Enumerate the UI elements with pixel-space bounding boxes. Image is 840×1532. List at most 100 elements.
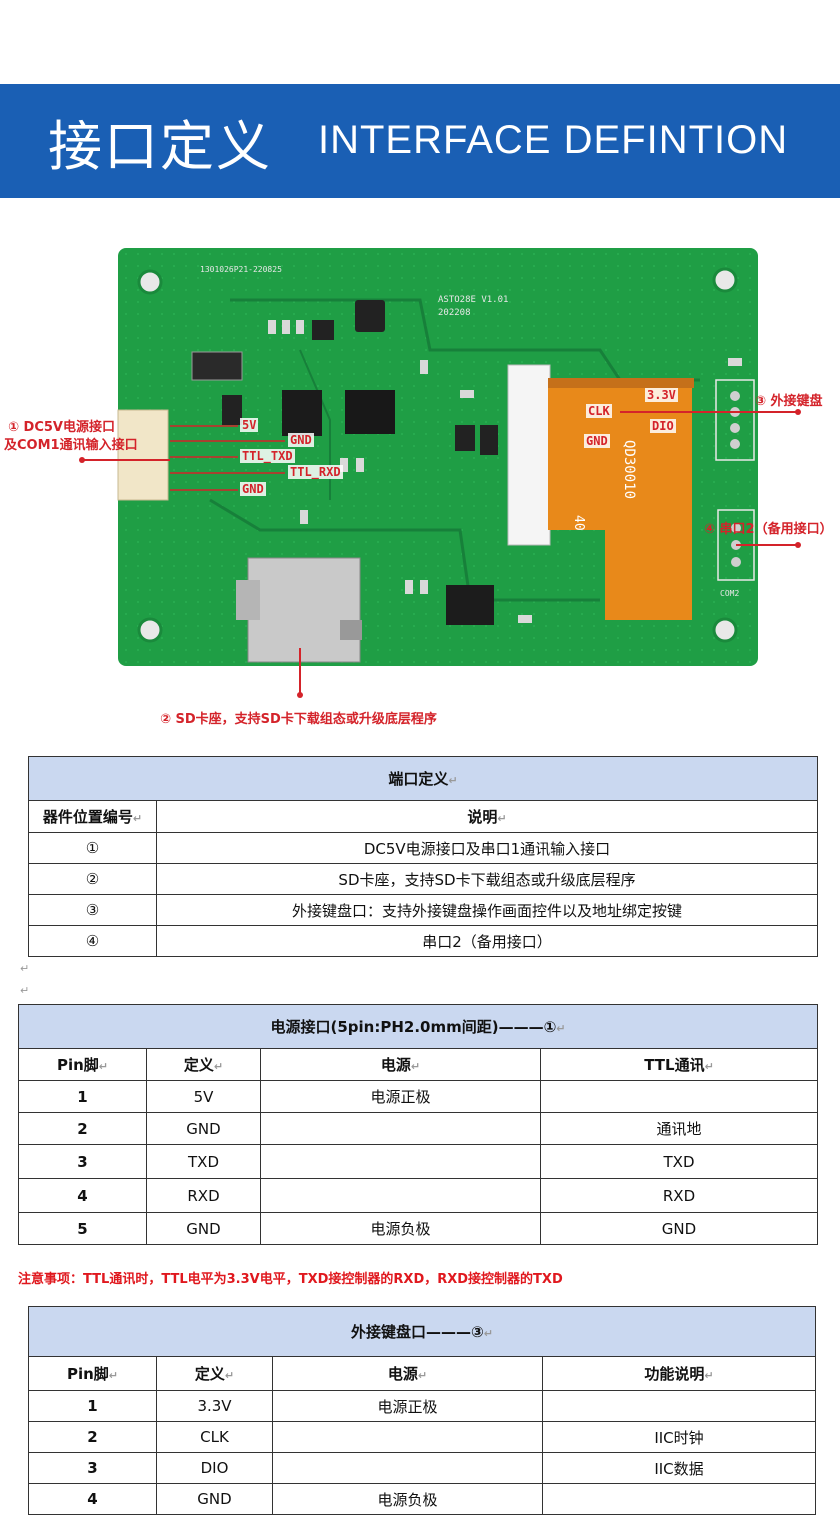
table-row: 4 RXD RXD	[18, 1178, 818, 1213]
table-title: 端口定义↵	[28, 756, 818, 801]
table-cell: GND	[146, 1212, 261, 1245]
table-row: 3 TXD TXD	[18, 1144, 818, 1179]
annotation-1-line1: ① DC5V电源接口	[8, 420, 115, 435]
table-title: 外接键盘口———③↵	[28, 1306, 816, 1357]
table-cell	[260, 1144, 541, 1179]
banner-title-en: INTERFACE DEFINTION	[318, 118, 789, 162]
power-interface-table: 电源接口(5pin:PH2.0mm间距)———①↵ Pin脚↵ 定义↵ 电源↵ …	[18, 1004, 818, 1245]
table-cell: ②	[28, 863, 157, 895]
annotation-4: ④ 串口2（备用接口）	[704, 522, 833, 537]
pin-label-5v: 5V	[240, 418, 259, 432]
silk-date: 202208	[438, 308, 471, 318]
silk-model: ASTO28E V1.01	[438, 295, 508, 305]
table-row: 2 CLK IIC时钟	[28, 1421, 816, 1453]
table-cell: CLK	[156, 1421, 273, 1453]
table-header: 器件位置编号↵	[28, 800, 157, 833]
pin-label-gnd: GND	[584, 434, 610, 448]
table-cell: 1	[18, 1080, 147, 1113]
table-cell: GND	[540, 1212, 818, 1245]
table-cell: 4	[28, 1483, 157, 1515]
table-cell: RXD	[540, 1178, 818, 1213]
table-cell: 串口2（备用接口）	[156, 925, 818, 957]
table-cell: 通讯地	[540, 1112, 818, 1145]
table-row: ④ 串口2（备用接口）	[28, 925, 818, 957]
keyboard-interface-table: 外接键盘口———③↵ Pin脚↵ 定义↵ 电源↵ 功能说明↵ 1 3.3V 电源…	[28, 1306, 816, 1515]
table-cell: TXD	[540, 1144, 818, 1179]
table-cell: 2	[18, 1112, 147, 1145]
table-cell	[542, 1390, 816, 1422]
table-cell: 电源负极	[272, 1483, 543, 1515]
table-header: TTL通讯↵	[540, 1048, 818, 1081]
pcb-illustration: 1301026P21-220825 ASTO28E V1.01 202208 Q…	[79, 248, 801, 698]
table-cell: 1	[28, 1390, 157, 1422]
cn1-connector	[117, 409, 169, 501]
pin-label-3v3: 3.3V	[645, 388, 678, 402]
table-title: 电源接口(5pin:PH2.0mm间距)———①↵	[18, 1004, 818, 1049]
table-row: 3 DIO IIC数据	[28, 1452, 816, 1484]
table-row: ② SD卡座，支持SD卡下载组态或升级底层程序	[28, 863, 818, 895]
table-row: 1 3.3V 电源正极	[28, 1390, 816, 1422]
table-row: ① DC5V电源接口及串口1通讯输入接口	[28, 832, 818, 864]
sd-card-slot	[247, 557, 361, 663]
pin-label-clk: CLK	[586, 404, 612, 418]
pin-label-ttl-rxd: TTL_RXD	[288, 465, 343, 479]
fpc-num: 40	[571, 515, 586, 531]
table-cell: ③	[28, 894, 157, 926]
table-cell: TXD	[146, 1144, 261, 1179]
table-header: 电源↵	[260, 1048, 541, 1081]
table-cell: ①	[28, 832, 157, 864]
table-cell: SD卡座，支持SD卡下载组态或升级底层程序	[156, 863, 818, 895]
table-cell: 电源正极	[272, 1390, 543, 1422]
table-row: 2 GND 通讯地	[18, 1112, 818, 1145]
table-cell: 4	[18, 1178, 147, 1213]
table-cell	[542, 1483, 816, 1515]
pin-label-gnd: GND	[240, 482, 266, 496]
table-header: 定义↵	[146, 1048, 261, 1081]
pin-label-dio: DIO	[650, 419, 676, 433]
table-cell: DC5V电源接口及串口1通讯输入接口	[156, 832, 818, 864]
table-cell	[272, 1421, 543, 1453]
table-cell: IIC时钟	[542, 1421, 816, 1453]
header-banner: 接口定义 INTERFACE DEFINTION	[0, 84, 840, 198]
table-cell: RXD	[146, 1178, 261, 1213]
table-cell: 外接键盘口：支持外接键盘操作画面控件以及地址绑定按键	[156, 894, 818, 926]
table-header: 电源↵	[272, 1356, 543, 1391]
paragraph-mark: ↵	[20, 984, 30, 997]
fpc-text: QD30010	[621, 440, 637, 499]
table-cell: IIC数据	[542, 1452, 816, 1484]
paragraph-mark: ↵	[20, 962, 30, 975]
port-definition-table: 端口定义↵ 器件位置编号↵ 说明↵ ① DC5V电源接口及串口1通讯输入接口 ②…	[28, 756, 818, 957]
table-cell: 5V	[146, 1080, 261, 1113]
table-header: Pin脚↵	[28, 1356, 157, 1391]
table-header: 功能说明↵	[542, 1356, 816, 1391]
banner-title-cn: 接口定义	[48, 115, 272, 178]
table-cell: 3.3V	[156, 1390, 273, 1422]
silk-id: 1301026P21-220825	[200, 265, 282, 274]
table-cell: 3	[18, 1144, 147, 1179]
table-row: 4 GND 电源负极	[28, 1483, 816, 1515]
silk-com2: COM2	[720, 589, 739, 598]
table-header: 说明↵	[156, 800, 818, 833]
table-row: 5 GND 电源负极 GND	[18, 1212, 818, 1245]
table-header: Pin脚↵	[18, 1048, 147, 1081]
table-row: 1 5V 电源正极	[18, 1080, 818, 1113]
table-cell	[260, 1178, 541, 1213]
annotation-2: ② SD卡座，支持SD卡下载组态或升级底层程序	[160, 712, 437, 727]
table-cell	[272, 1452, 543, 1484]
annotation-1-line2: 及COM1通讯输入接口	[4, 438, 138, 453]
table-cell: 电源负极	[260, 1212, 541, 1245]
ttl-note: 注意事项：TTL通讯时，TTL电平为3.3V电平，TXD接控制器的RXD，RXD…	[18, 1272, 563, 1287]
mount-hole	[137, 617, 163, 643]
pin-label-gnd: GND	[288, 433, 314, 447]
annotation-3: ③ 外接键盘	[755, 394, 823, 409]
pin-label-ttl-txd: TTL_TXD	[240, 449, 295, 463]
table-cell: DIO	[156, 1452, 273, 1484]
table-row: ③ 外接键盘口：支持外接键盘操作画面控件以及地址绑定按键	[28, 894, 818, 926]
table-cell: 3	[28, 1452, 157, 1484]
table-cell: ④	[28, 925, 157, 957]
table-cell: 2	[28, 1421, 157, 1453]
table-cell: GND	[146, 1112, 261, 1145]
pcb-figure: 1301026P21-220825 ASTO28E V1.01 202208 Q…	[0, 200, 840, 740]
mount-hole	[712, 617, 738, 643]
table-cell: 电源正极	[260, 1080, 541, 1113]
